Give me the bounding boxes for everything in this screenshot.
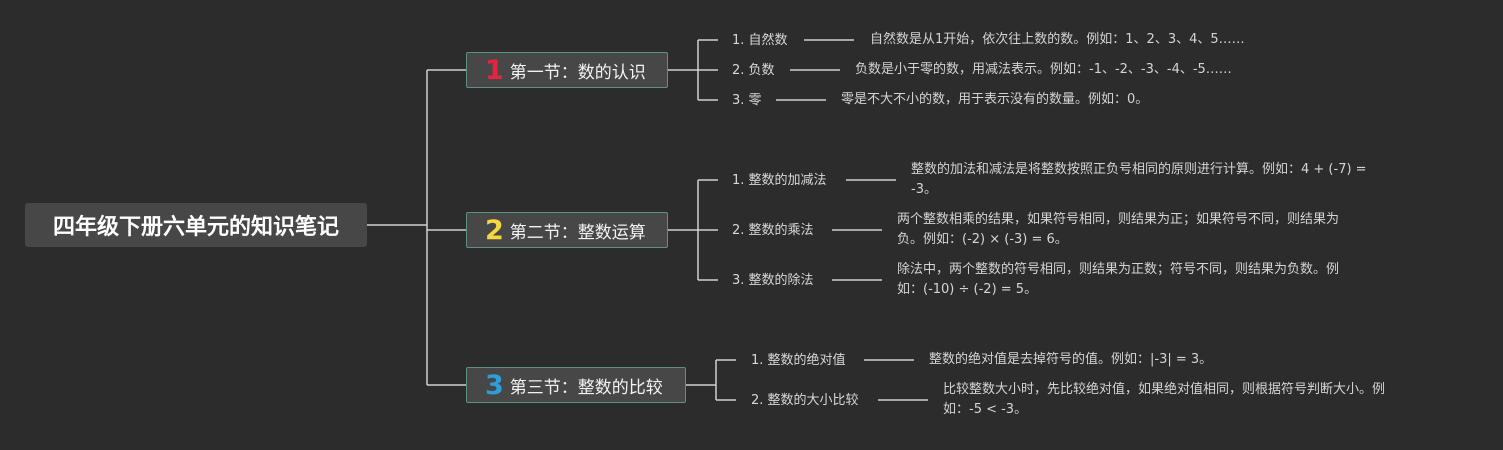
section-2-item-2-description[interactable]: 两个整数相乘的结果，如果符号相同，则结果为正；如果符号不同，则结果为 负。例如：… [897, 210, 1339, 250]
section-2-number-icon: 2 [485, 214, 504, 246]
root-topic[interactable]: 四年级下册六单元的知识笔记 [25, 203, 367, 247]
section-2-item-2[interactable]: 2. 整数的乘法 [732, 223, 814, 238]
section-2-item-1[interactable]: 1. 整数的加减法 [732, 173, 827, 188]
section-3-topic[interactable]: 3 第三节：整数的比较 [466, 367, 686, 403]
section-3-item-2[interactable]: 2. 整数的大小比较 [751, 393, 859, 408]
section-1-number-icon: 1 [485, 54, 504, 86]
description-line: 两个整数相乘的结果，如果符号相同，则结果为正；如果符号不同，则结果为 [897, 212, 1340, 227]
section-1-item-3-description[interactable]: 零是不大不小的数，用于表示没有的数量。例如：0。 [841, 92, 1149, 107]
description-line: 除法中，两个整数的符号相同，则结果为正数；符号不同，则结果为负数。例 [897, 262, 1340, 277]
section-1-topic[interactable]: 1 第一节：数的认识 [466, 52, 668, 88]
section-3-number-icon: 3 [485, 369, 504, 401]
section-1-title: 第一节：数的认识 [509, 62, 646, 83]
description-line: 如：-5 < -3。 [943, 402, 1028, 417]
section-1-item-1[interactable]: 1. 自然数 [732, 33, 788, 48]
description-line: 如：(-10) ÷ (-2) = 5。 [897, 282, 1038, 297]
section-2-item-1-description[interactable]: 整数的加法和减法是将整数按照正负号相同的原则进行计算。例如：4 + (-7) =… [911, 160, 1367, 200]
section-3-item-2-description[interactable]: 比较整数大小时，先比较绝对值，如果绝对值相同，则根据符号判断大小。例 如：-5 … [943, 380, 1385, 420]
section-2-title: 第二节：整数运算 [509, 222, 646, 243]
section-2-item-3[interactable]: 3. 整数的除法 [732, 273, 814, 288]
description-line: 比较整数大小时，先比较绝对值，如果绝对值相同，则根据符号判断大小。例 [943, 382, 1386, 397]
section-1-item-3[interactable]: 3. 零 [732, 93, 762, 108]
description-line: -3。 [911, 182, 937, 197]
section-1-item-1-description[interactable]: 自然数是从1开始，依次往上数的数。例如：1、2、3、4、5…… [870, 32, 1245, 47]
section-2-item-3-description[interactable]: 除法中，两个整数的符号相同，则结果为正数；符号不同，则结果为负数。例 如：(-1… [897, 260, 1339, 300]
section-3-item-1-description[interactable]: 整数的绝对值是去掉符号的值。例如：|-3| = 3。 [929, 352, 1213, 367]
description-line: 整数的加法和减法是将整数按照正负号相同的原则进行计算。例如：4 + (-7) = [911, 162, 1367, 177]
description-line: 负。例如：(-2) × (-3) = 6。 [897, 232, 1068, 247]
section-3-item-1[interactable]: 1. 整数的绝对值 [751, 353, 846, 368]
section-3-title: 第三节：整数的比较 [509, 377, 663, 398]
root-title: 四年级下册六单元的知识笔记 [52, 215, 339, 240]
section-2-topic[interactable]: 2 第二节：整数运算 [466, 212, 668, 248]
section-1-item-2[interactable]: 2. 负数 [732, 63, 775, 78]
section-1-item-2-description[interactable]: 负数是小于零的数，用减法表示。例如：-1、-2、-3、-4、-5…… [855, 62, 1232, 77]
